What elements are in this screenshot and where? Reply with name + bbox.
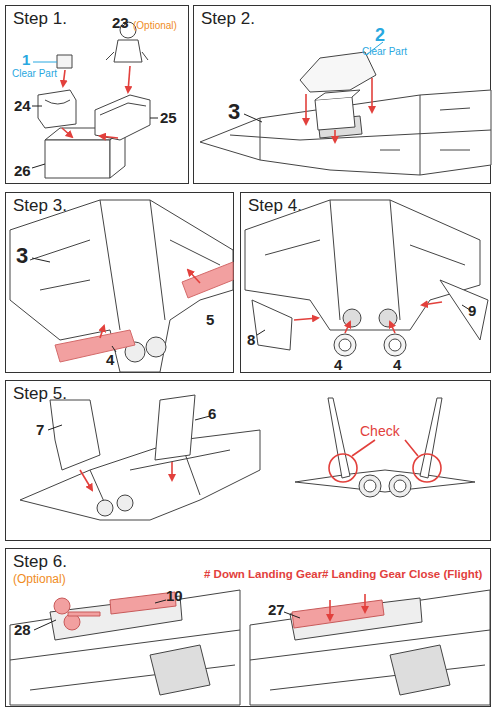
step-panel: Step 3. xyxy=(5,192,234,373)
callout-number: 5 xyxy=(206,312,214,329)
callout-number: 3 xyxy=(16,244,28,268)
note-label: Clear Part xyxy=(12,68,57,79)
callout-number: 26 xyxy=(14,163,31,180)
callout-number: 28 xyxy=(14,622,31,639)
callout-number: 9 xyxy=(468,303,476,320)
callout-number: 27 xyxy=(268,602,285,619)
callout-number: 25 xyxy=(160,110,177,127)
callout-number: 3 xyxy=(228,100,240,124)
note-label: # Landing Gear Close (Flight) xyxy=(322,568,482,581)
note-label: # Down Landing Gear xyxy=(204,568,322,581)
step-heading: Step 5. xyxy=(13,385,67,404)
callout-number: 4 xyxy=(106,352,114,369)
step-heading: Step 2. xyxy=(201,10,255,29)
callout-number: 4 xyxy=(393,357,401,374)
callout-number: 7 xyxy=(36,422,44,439)
note-label: Check xyxy=(360,424,400,439)
callout-number: 6 xyxy=(208,406,216,423)
step-heading: Step 1. xyxy=(13,10,67,29)
step-heading: Step 4. xyxy=(248,197,302,216)
step-heading: Step 6. xyxy=(13,553,67,572)
callout-number: 10 xyxy=(166,588,183,605)
note-label: (Optional) xyxy=(133,20,177,31)
step-panel: Step 1. xyxy=(5,5,189,184)
callout-number: 23 xyxy=(112,15,129,32)
step-panel: Step 5. xyxy=(5,380,491,541)
callout-number: 1 xyxy=(22,52,30,69)
callout-number: 8 xyxy=(247,332,255,349)
step-panel: Step 2. xyxy=(193,5,491,184)
step-panel: Step 4. xyxy=(240,192,491,373)
note-label: Clear Part xyxy=(362,46,407,57)
callout-number: 2 xyxy=(375,26,385,46)
callout-number: 24 xyxy=(14,98,31,115)
step-heading: Step 3. xyxy=(13,197,67,216)
callout-number: 4 xyxy=(334,357,342,374)
optional-note: (Optional) xyxy=(13,573,66,586)
